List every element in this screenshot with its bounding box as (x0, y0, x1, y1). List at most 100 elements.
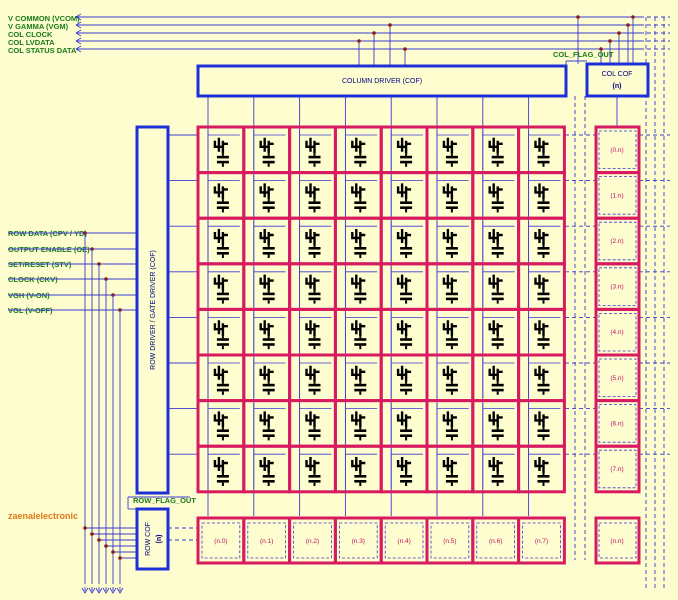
pixel-cell-frame (517, 262, 566, 311)
pixel-cell (242, 399, 292, 448)
pixel-cell-frame (242, 399, 292, 448)
pixel-cell (471, 444, 521, 494)
transistor-icon (488, 229, 503, 245)
signal-stv-label: SET/RESET (STV) (8, 260, 72, 269)
transistor-icon (351, 274, 366, 291)
transistor-icon (442, 183, 457, 200)
capacitor-icon (354, 155, 367, 159)
transistor-icon (259, 183, 274, 200)
transistor-icon (351, 320, 366, 337)
junction-dot (372, 31, 376, 35)
right-column-cells: (0.n)(1.n)(2.n)(3.n)(4.n)(5.n)(6.n)(7.n) (594, 125, 641, 494)
corner-cell-frame (594, 516, 641, 565)
pixel-cell-frame (471, 171, 521, 220)
transistor-icon (488, 320, 503, 337)
capacitor-icon (445, 247, 458, 250)
capacitor-icon (445, 201, 458, 204)
capacitor-icon (491, 343, 504, 346)
capacitor-icon (400, 160, 413, 164)
pixel-cell (196, 262, 246, 311)
junction-dot (617, 31, 621, 35)
signal-vgl-label: VGL (V-OFF) (8, 306, 53, 315)
brand-label: zaenalelectronic (8, 511, 78, 521)
pixel-matrix (196, 125, 566, 494)
junction-dot (104, 544, 108, 548)
signal-oe-label: OUTPUT ENABLE (OE) (8, 245, 90, 254)
transistor-icon (213, 320, 228, 337)
junction-dot (631, 15, 635, 19)
capacitor-icon (537, 292, 550, 296)
pixel-cell-frame (379, 444, 429, 494)
capacitor-icon (445, 475, 458, 478)
top-bus-arrow (75, 21, 82, 26)
capacitor-icon (354, 383, 367, 387)
capacitor-icon (216, 206, 229, 209)
pixel-cell-frame (517, 216, 566, 266)
right-cell-inner (598, 312, 637, 352)
pixel-cell (517, 399, 566, 448)
capacitor-icon (308, 388, 321, 392)
capacitor-icon (308, 475, 321, 478)
row-driver-label: ROW DRIVER / GATE DRIVER (COF) (150, 250, 157, 370)
capacitor-icon (216, 338, 229, 341)
pixel-cell-frame (288, 399, 337, 448)
col-cof-sub: (n) (613, 83, 622, 90)
row-cof-label: ROW COF (145, 522, 152, 556)
pixel-cell (288, 399, 337, 448)
pixel-cell (379, 216, 429, 266)
pixel-cell (425, 262, 475, 311)
pixel-cell (379, 262, 429, 311)
pixel-cell-frame (425, 353, 475, 403)
capacitor-icon (400, 343, 413, 346)
top-bus-arrow (75, 45, 82, 50)
junction-dot (599, 47, 603, 51)
transistor-icon (534, 411, 549, 428)
right-cell-inner (598, 358, 637, 397)
capacitor-icon (445, 252, 458, 255)
capacitor-icon (537, 201, 550, 204)
pixel-cell-frame (379, 262, 429, 311)
capacitor-icon (308, 434, 321, 437)
pixel-cell (333, 262, 383, 311)
pixel-cell-frame (288, 444, 337, 494)
pixel-cell-frame (517, 399, 566, 448)
pixel-cell-frame (196, 353, 246, 403)
pixel-cell-frame (517, 171, 566, 220)
bottom-cell-inner (384, 522, 424, 559)
col-cof-box (585, 62, 650, 98)
right-cell-frame (594, 444, 641, 494)
capacitor-icon (216, 343, 229, 346)
junction-dot (357, 39, 361, 43)
right-cell-label: (7.n) (610, 466, 623, 473)
pixel-cell (471, 307, 521, 357)
capacitor-icon (537, 252, 550, 255)
bottom-cell-inner (430, 522, 470, 559)
pixel-cell-frame (425, 125, 475, 175)
capacitor-icon (262, 292, 275, 296)
pixel-cell-frame (379, 399, 429, 448)
pixel-cell (288, 353, 337, 403)
capacitor-icon (491, 292, 504, 296)
junction-dot (83, 526, 87, 530)
bottom-cell-inner (338, 522, 378, 559)
capacitor-icon (400, 247, 413, 250)
pixel-cell (242, 125, 292, 175)
bottom-cell-inner (476, 522, 515, 559)
junction-dot (626, 23, 630, 27)
pixel-cell (471, 125, 521, 175)
capacitor-icon (400, 338, 413, 341)
capacitor-icon (400, 297, 413, 301)
pixel-cell (379, 171, 429, 220)
pixel-cell-frame (333, 171, 383, 220)
capacitor-icon (445, 155, 458, 159)
pixel-cell (425, 216, 475, 266)
pixel-cell-frame (242, 216, 292, 266)
capacitor-icon (491, 201, 504, 204)
bottom-cell-inner (522, 522, 561, 559)
pixel-cell (425, 444, 475, 494)
capacitor-icon (400, 475, 413, 478)
top-bus-arrow (75, 40, 82, 45)
pixel-cell (471, 399, 521, 448)
capacitor-icon (354, 480, 367, 483)
